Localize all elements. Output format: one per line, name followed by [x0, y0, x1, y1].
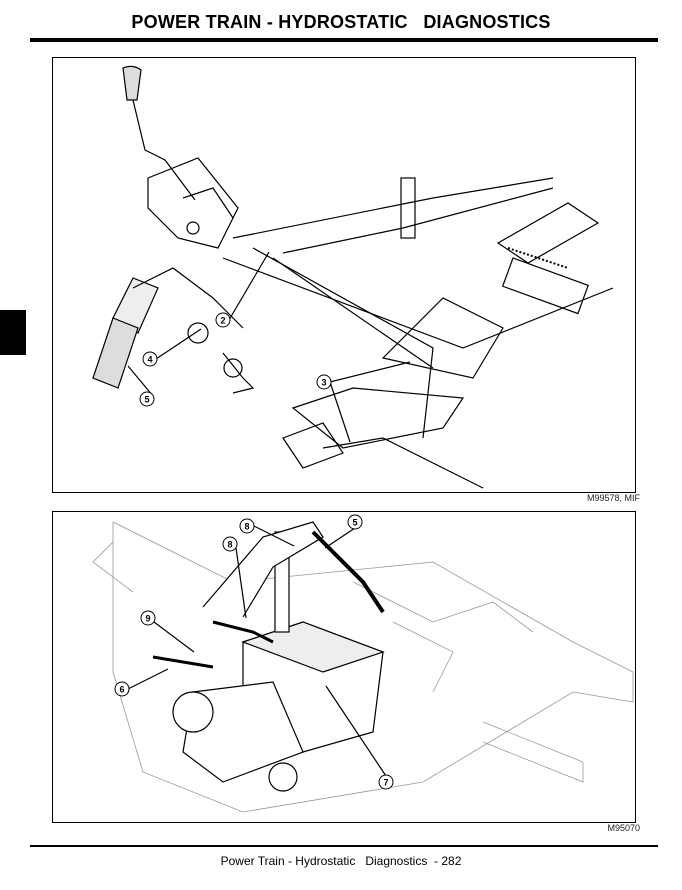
svg-text:4: 4: [147, 355, 152, 365]
callout-8-lower: 8: [222, 536, 238, 552]
svg-text:6: 6: [119, 685, 124, 695]
transaxle-illustration: [92, 521, 634, 813]
header-rule: [30, 38, 658, 42]
callout-5: 5: [347, 514, 363, 530]
callout-3: 3: [316, 374, 332, 390]
callout-8-upper: 8: [239, 518, 255, 534]
figure2-caption: M95070: [607, 823, 640, 833]
callout-5: 5: [139, 391, 155, 407]
figure-linkage-diagram: 2 4 5 3: [52, 57, 636, 493]
page-footer: Power Train - Hydrostatic Diagnostics - …: [220, 854, 462, 868]
svg-text:5: 5: [352, 518, 357, 528]
linkage-illustration: [92, 65, 614, 489]
svg-text:9: 9: [145, 614, 150, 624]
callout-7: 7: [378, 774, 394, 790]
callout-2: 2: [215, 312, 231, 328]
svg-text:3: 3: [321, 378, 326, 388]
page-title: POWER TRAIN - HYDROSTATIC DIAGNOSTICS: [131, 12, 551, 32]
callout-9: 9: [140, 610, 156, 626]
svg-text:7: 7: [383, 778, 388, 788]
svg-text:8: 8: [227, 540, 232, 550]
svg-text:2: 2: [220, 316, 225, 326]
callout-4: 4: [142, 351, 158, 367]
figure-transaxle-diagram: 8 5 8 9 6 7: [52, 511, 636, 823]
svg-text:5: 5: [144, 395, 149, 405]
figure1-caption: M99578, MIF: [586, 493, 640, 503]
section-tab: [0, 310, 26, 355]
svg-text:8: 8: [244, 522, 249, 532]
callout-6: 6: [114, 681, 130, 697]
figure1-callouts: 2 4 5 3: [139, 312, 332, 407]
footer-rule: [30, 845, 658, 847]
figure2-callouts: 8 5 8 9 6 7: [114, 514, 394, 790]
